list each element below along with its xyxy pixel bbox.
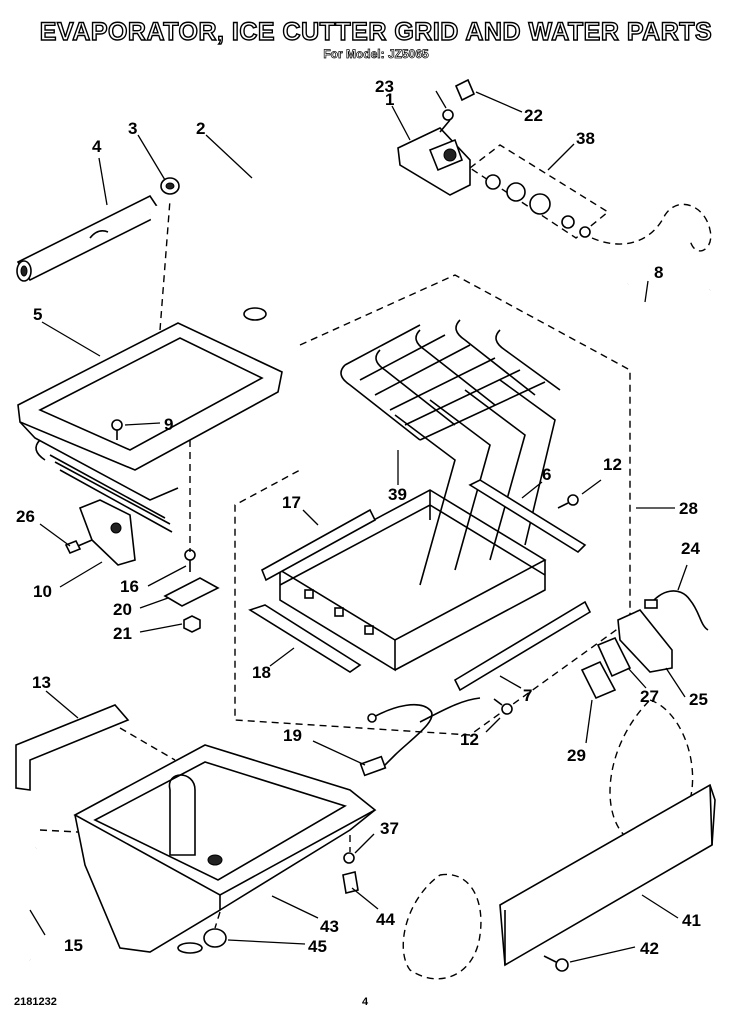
callout-24: 24 [681,539,700,558]
part-12-screw-lower [493,698,513,715]
part-45-grommet [177,928,227,954]
callout-19: 19 [283,726,302,745]
part-18-strip [248,604,362,673]
callout-37: 37 [380,819,399,838]
part-15-drain-hose [16,845,41,962]
callout-3: 3 [128,119,137,138]
assembly-line-13 [119,727,176,761]
part-28-enclosure-outline [234,274,631,736]
part-21-nut [183,615,201,633]
part-2-hose [148,169,328,321]
part-16-screw [184,549,196,572]
callout-18: 18 [252,663,271,682]
part-25-bracket [617,609,673,673]
part-37-nut [343,852,355,864]
callout-12-lower: 12 [460,730,479,749]
part-6-strip [468,479,587,554]
part-23-nut [442,109,454,121]
callout-1: 1 [385,90,394,109]
diagram-title: EVAPORATOR, ICE CUTTER GRID AND WATER PA… [39,17,713,46]
part-38-fitting-kit [468,144,610,239]
callout-39: 39 [388,485,407,504]
leader-lines [29,90,688,963]
part-44-fitting [342,871,359,894]
part-22-fitting [454,78,476,102]
callout-labels: 4 3 2 5 9 26 10 16 20 21 23 1 22 38 8 39… [16,77,708,958]
callout-26: 26 [16,507,35,526]
callout-20: 20 [113,600,132,619]
cutter-frame [278,489,547,672]
part-27-bracket [596,636,632,678]
part-13-bracket [15,704,130,791]
part-43-bin [73,744,377,953]
water-line-dashed [591,203,712,252]
part-19-harness [359,697,481,777]
callout-12-upper: 12 [603,455,622,474]
callout-13: 13 [32,673,51,692]
callout-17: 17 [282,493,301,512]
callout-4: 4 [92,137,102,156]
part-39-cutter-grid [340,319,561,586]
callout-23: 23 [375,77,394,96]
callout-15: 15 [64,936,83,955]
assembly-line-3 [159,199,171,331]
callout-7: 7 [523,686,532,705]
callout-22: 22 [524,106,543,125]
part-41-panel [499,783,716,967]
callout-27: 27 [640,687,659,706]
part-17-strip [260,508,377,582]
page-number: 4 [362,996,369,1008]
callout-29: 29 [567,746,586,765]
callout-45: 45 [308,937,327,956]
callout-44: 44 [376,910,395,929]
part-24-harness [644,590,709,631]
part-12-screw-upper [557,494,579,509]
callout-2: 2 [196,119,205,138]
callout-41: 41 [682,911,701,930]
callout-43: 43 [320,917,339,936]
part-10-bracket [78,499,136,566]
part-29-bracket [580,660,617,700]
callout-25: 25 [689,690,708,709]
callout-21: 21 [113,624,132,643]
model-subtitle: For Model: JZ5065 [323,47,429,62]
document-number: 2181232 [14,996,57,1008]
callout-28: 28 [679,499,698,518]
part-4-inlet-tube [16,194,164,282]
callout-10: 10 [33,582,52,601]
part-20-clip [163,577,220,607]
callout-16: 16 [120,577,139,596]
part-3-grommet [160,177,180,195]
part-5-evaporator [17,322,283,533]
assembly-line-15 [39,829,79,833]
shroud-dashed-outline [402,873,482,980]
callout-5: 5 [33,305,42,324]
callout-38: 38 [576,129,595,148]
part-42-screw [543,955,569,972]
part-7-strip [453,600,592,692]
part-8-fill-tube [576,282,711,334]
assembly-line-45 [214,911,221,929]
part-9-screw [111,419,123,440]
callout-6: 6 [542,465,551,484]
callout-42: 42 [640,939,659,958]
part-26-screw [64,539,93,555]
part-1-water-valve [397,119,471,196]
callout-8: 8 [654,263,663,282]
callout-9: 9 [164,415,173,434]
